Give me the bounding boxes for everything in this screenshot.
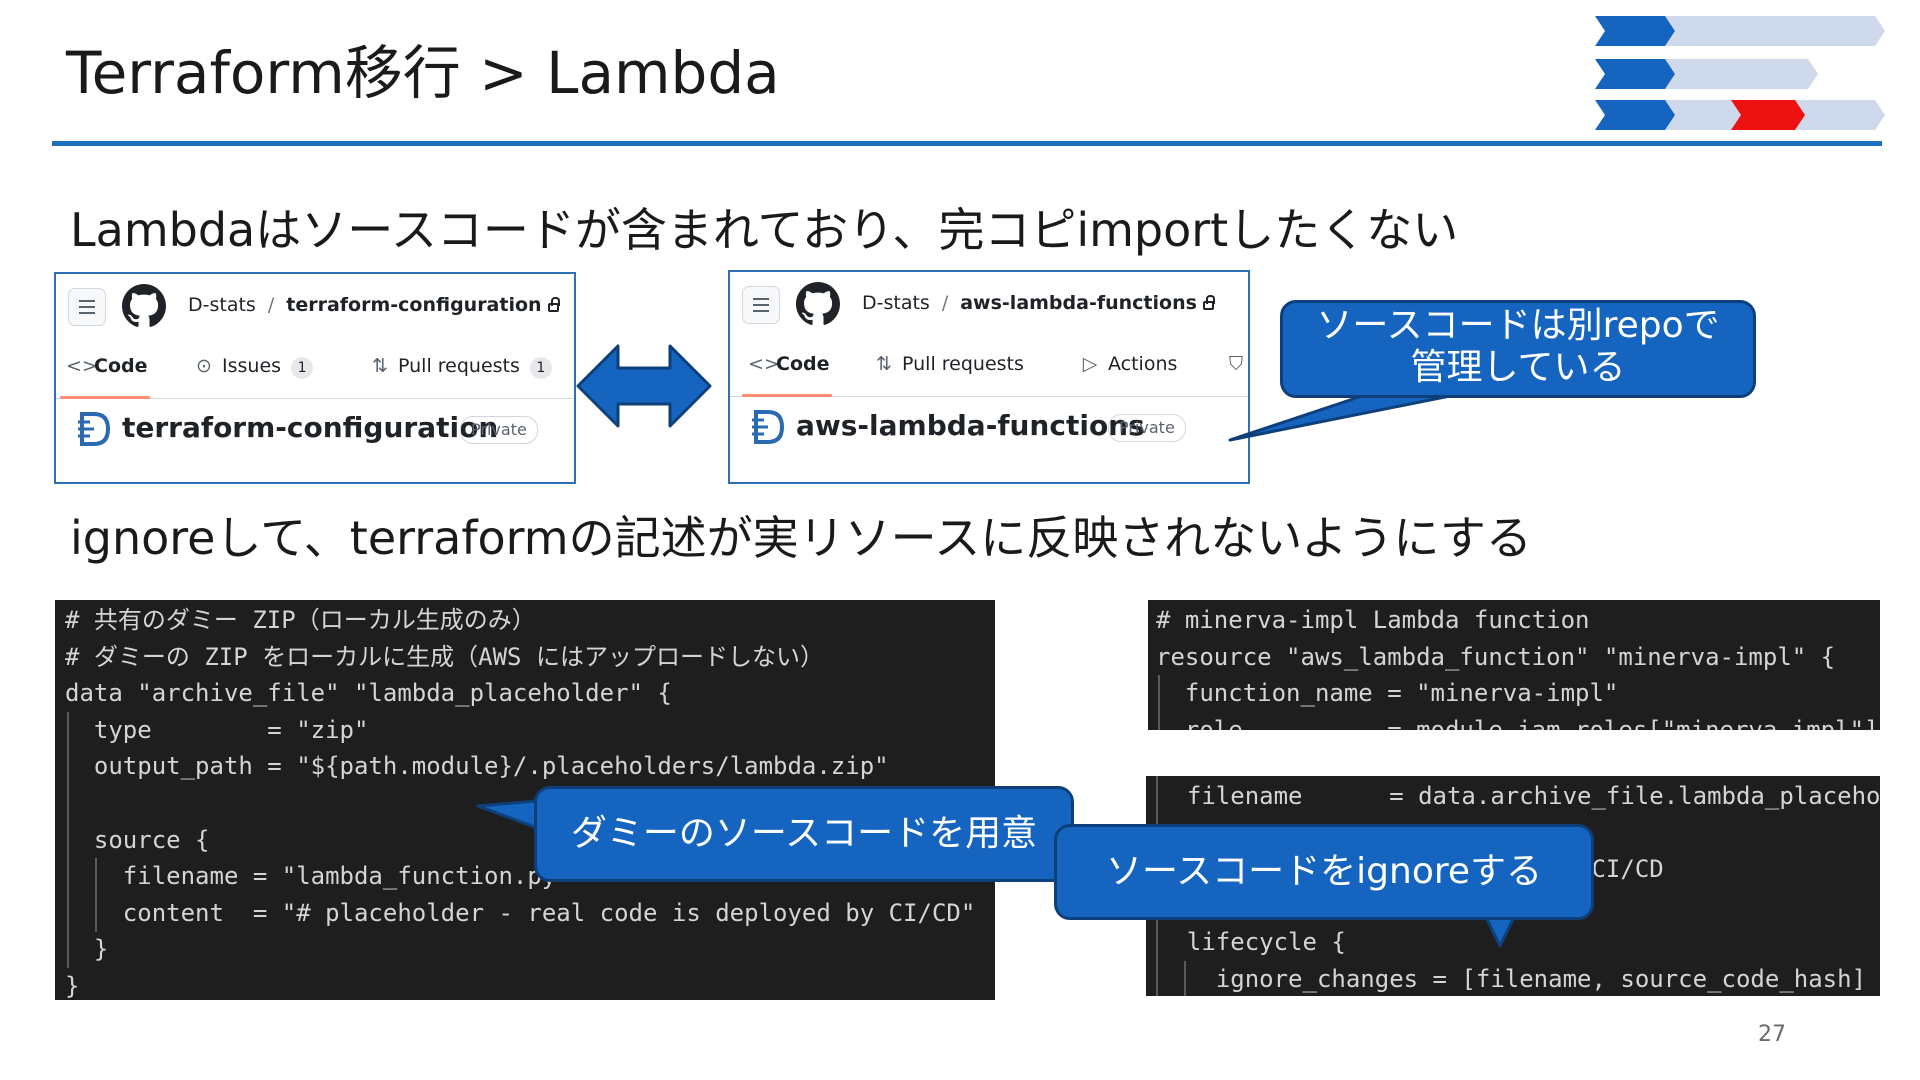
code-line: type = "zip" (65, 715, 369, 744)
code-line: filename = data.archive_file.lambda_plac… (1186, 782, 1880, 810)
code-line: content = "# placeholder - real code is … (65, 898, 976, 927)
progress-step-done (1595, 100, 1675, 130)
repo-owner-link[interactable]: D-stats (188, 294, 256, 316)
tab-selected-underline (742, 394, 832, 397)
repo-title-row: aws-lambda-functions Private (748, 402, 1248, 450)
tab-code[interactable]: <>Code (66, 352, 147, 380)
visibility-badge: Private (1108, 414, 1186, 442)
code-line: # 共有のダミー ZIP（ローカル生成のみ） (65, 606, 536, 634)
code-line: role = module.iam_roles["minerva-impl"].… (1156, 715, 1880, 730)
repo-owner-link[interactable]: D-stats (862, 292, 930, 314)
pull-request-icon: ⇅ (372, 355, 388, 377)
progress-step-pending (1665, 16, 1885, 46)
pull-request-icon: ⇅ (876, 353, 892, 375)
repo-name-link[interactable]: terraform-configuration (286, 294, 542, 316)
issues-count-badge: 1 (291, 357, 314, 379)
callout-line: ソースコードは別repoで (1316, 305, 1720, 346)
indent-guide (1158, 675, 1160, 730)
heading-ignore-strategy: ignoreして、terraformの記述が実リソースに反映されないようにする (70, 511, 1532, 565)
double-arrow-icon (576, 344, 712, 428)
progress-step-pending (1665, 100, 1743, 130)
code-line: # ダミーの ZIP をローカルに生成（AWS にはアップロードしない） (65, 642, 824, 671)
code-icon: <> (748, 353, 780, 375)
github-logo-icon[interactable] (796, 282, 840, 326)
github-repo-panel-left: D-stats / terraform-configuration <>Code ⊙… (54, 272, 576, 484)
repo-breadcrumb: D-stats / aws-lambda-functions (862, 290, 1215, 316)
progress-step-done (1595, 16, 1675, 46)
title-underline (52, 141, 1882, 146)
progress-step-pending (1665, 59, 1818, 89)
hamburger-menu-icon[interactable] (742, 286, 780, 324)
code-line: data "archive_file" "lambda_placeholder"… (65, 679, 672, 708)
progress-step-current (1731, 100, 1805, 130)
indent-guide (67, 712, 69, 968)
slide-title: Terraform移行 > Lambda (66, 39, 780, 107)
code-line: filename = "lambda_function.py" (65, 862, 571, 891)
github-header: D-stats / aws-lambda-functions (730, 272, 1248, 334)
lock-icon (1202, 295, 1215, 310)
repo-title[interactable]: terraform-configuration (122, 411, 499, 444)
repo-name-link[interactable]: aws-lambda-functions (960, 292, 1197, 314)
callout-ignore-source: ソースコードをignoreする (1054, 824, 1594, 920)
repo-tabs: <>Code ⇅Pull requests ▷Actions ⛉ (730, 334, 1248, 397)
progress-step-done (1595, 59, 1675, 89)
code-line: lifecycle { (1158, 928, 1346, 957)
callout-line: 管理している (1410, 347, 1626, 388)
code-line: resource "aws_lambda_function" "minerva-… (1156, 642, 1836, 671)
repo-avatar-icon (752, 410, 785, 444)
progress-indicator (1595, 16, 1885, 130)
progress-row-3 (1595, 100, 1885, 130)
indent-guide (95, 858, 97, 932)
progress-step-pending (1795, 100, 1885, 130)
github-header: D-stats / terraform-configuration (56, 274, 574, 336)
breadcrumb-separator: / (267, 294, 275, 316)
repo-breadcrumb: D-stats / terraform-configuration (188, 292, 560, 318)
code-line: output_path = "${path.module}/.placehold… (65, 752, 889, 781)
callout-dummy-source: ダミーのソースコードを用意 (534, 786, 1074, 882)
heading-lambda-source: Lambdaはソースコードが含まれており、完コピimportしたくない (70, 203, 1459, 257)
repo-title-row: terraform-configuration Private (74, 404, 574, 452)
code-line: source { (65, 825, 210, 854)
code-block-lambda-resource: # minerva-impl Lambda function resource … (1148, 600, 1880, 730)
code-line: ignore_changes = [filename, source_code_… (1158, 964, 1867, 993)
tab-pull-requests[interactable]: ⇅Pull requests (874, 350, 1024, 378)
security-shield-icon[interactable]: ⛉ (1228, 353, 1244, 375)
lock-icon (547, 297, 560, 312)
progress-row-2 (1595, 59, 1818, 89)
code-line: # minerva-impl Lambda function (1156, 606, 1590, 634)
page-number: 27 (1758, 1022, 1786, 1047)
hamburger-menu-icon[interactable] (68, 288, 106, 326)
repo-title[interactable]: aws-lambda-functions (796, 409, 1145, 442)
play-icon: ▷ (1082, 353, 1098, 375)
issue-icon: ⊙ (196, 355, 212, 377)
tab-code[interactable]: <>Code (748, 350, 829, 378)
code-line: } (65, 935, 109, 964)
tab-actions[interactable]: ▷Actions (1080, 350, 1178, 378)
repo-avatar-icon (78, 412, 111, 446)
pull-requests-count-badge: 1 (529, 357, 552, 379)
github-repo-panel-right: D-stats / aws-lambda-functions <>Code ⇅Pul… (728, 270, 1250, 484)
visibility-badge: Private (460, 416, 538, 444)
progress-row-1 (1595, 16, 1885, 46)
indent-guide (1184, 961, 1186, 996)
breadcrumb-separator: / (941, 292, 949, 314)
github-logo-icon[interactable] (122, 284, 166, 328)
code-icon: <> (66, 355, 98, 377)
code-line: function_name = "minerva-impl" (1156, 679, 1619, 708)
callout-separate-repo: ソースコードは別repoで 管理している (1280, 300, 1756, 398)
tab-selected-underline (60, 396, 150, 399)
code-line: } (65, 971, 80, 1000)
